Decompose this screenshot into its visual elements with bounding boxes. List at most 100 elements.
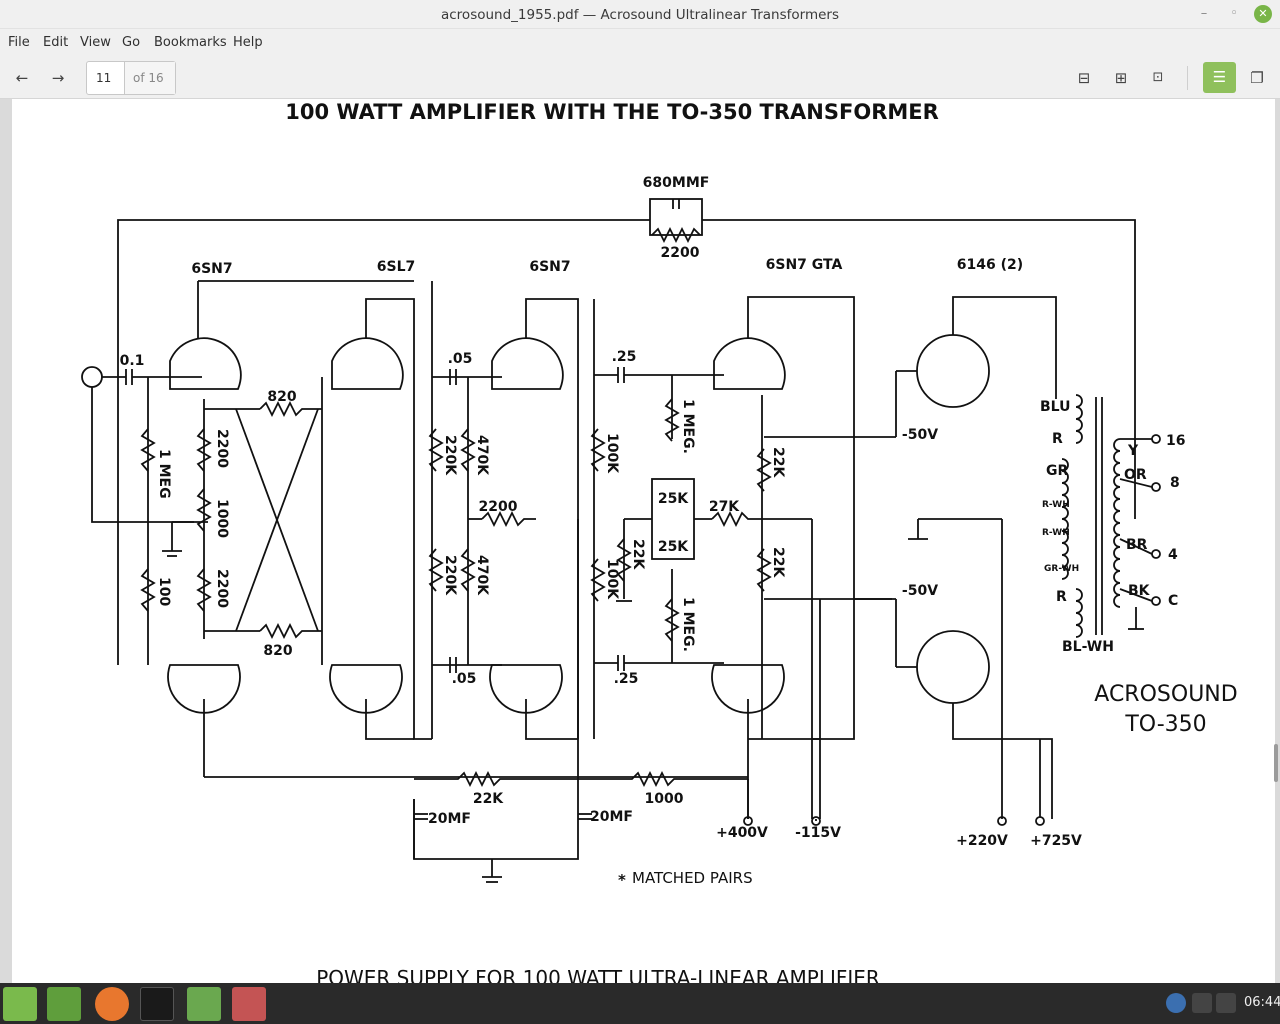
brand-line-2: TO-350 xyxy=(1124,712,1206,737)
label-blwh: BL-WH xyxy=(1062,639,1114,655)
page-count: of 16 xyxy=(125,62,175,94)
next-heading: POWER SUPPLY FOR 100 WATT ULTRA-LINEAR A… xyxy=(316,966,880,983)
label-400v: +400V xyxy=(716,825,768,841)
menu-help[interactable]: Help xyxy=(233,35,263,50)
tube-label-3: 6SN7 xyxy=(529,259,570,275)
label-220kb: 220K xyxy=(442,555,458,596)
label-rwh-a: R-WH xyxy=(1042,500,1070,510)
label-gr: GR xyxy=(1046,463,1068,479)
vertical-scrollbar[interactable] xyxy=(1274,744,1278,782)
menu-bar: File Edit View Go Bookmarks Help xyxy=(0,29,1280,57)
label-820b: 820 xyxy=(263,643,292,659)
label-r-a: R xyxy=(1052,431,1063,447)
window-title: acrosound_1955.pdf — Acrosound Ultraline… xyxy=(440,7,840,23)
shield-icon[interactable] xyxy=(1166,993,1186,1013)
tube-label-4: 6SN7 GTA xyxy=(766,257,843,273)
label-feedback-res: 2200 xyxy=(661,245,700,261)
maximize-button[interactable]: ◦ xyxy=(1230,6,1238,21)
clock: 06:44 xyxy=(1244,995,1280,1010)
zoom-in-icon[interactable]: ⊞ xyxy=(1114,69,1128,87)
brand-line-1: ACROSOUND xyxy=(1094,682,1237,707)
page-number-input[interactable]: 11 xyxy=(87,62,125,94)
label-115v: -115V xyxy=(795,825,841,841)
minimize-button[interactable]: – xyxy=(1200,6,1208,21)
label-br: BR xyxy=(1126,537,1148,553)
label-100ka: 100K xyxy=(604,433,620,474)
label-feedback-cap: 680MMF xyxy=(643,175,710,191)
label-27k: 27K xyxy=(709,499,740,515)
label-100kb: 100K xyxy=(604,559,620,600)
label-220ka: 220K xyxy=(442,435,458,476)
label-820a: 820 xyxy=(267,389,296,405)
schematic-heading: 100 WATT AMPLIFIER WITH THE TO-350 TRANS… xyxy=(285,100,939,124)
tube-label-5: 6146 (2) xyxy=(957,257,1023,273)
document-viewer-icon[interactable] xyxy=(232,987,266,1021)
label-1megb: 1 MEG. xyxy=(680,597,696,652)
mint-menu-icon[interactable] xyxy=(3,987,37,1021)
menu-view[interactable]: View xyxy=(80,35,111,50)
label-bk: BK xyxy=(1128,583,1151,599)
label-c01: 0.1 xyxy=(120,353,145,369)
label-25kb: 25K xyxy=(658,539,689,555)
zoom-out-icon[interactable]: ⊟ xyxy=(1077,69,1091,87)
files-icon[interactable] xyxy=(187,987,221,1021)
label-22kd: 22K xyxy=(770,447,786,478)
label-2200a: 2200 xyxy=(214,429,230,468)
label-2200c: 2200 xyxy=(479,499,518,515)
menu-edit[interactable]: Edit xyxy=(43,35,69,50)
close-button[interactable]: ✕ xyxy=(1254,5,1272,23)
tube-label-2: 6SL7 xyxy=(377,259,416,275)
sidebar-toggle-button[interactable]: ☰ xyxy=(1203,62,1236,93)
label-c25b: .25 xyxy=(614,671,639,687)
show-desktop-icon[interactable] xyxy=(47,987,81,1021)
zoom-original-icon[interactable]: ⊡ xyxy=(1152,70,1164,85)
label-20mf-b: 20MF xyxy=(590,809,633,825)
terminal-icon[interactable] xyxy=(140,987,174,1021)
label-2200b: 2200 xyxy=(214,569,230,608)
label-c25a: .25 xyxy=(612,349,637,365)
matched-pairs-note: MATCHED PAIRS xyxy=(632,869,753,887)
network-icon[interactable] xyxy=(1192,993,1212,1013)
tube-label-1: 6SN7 xyxy=(191,261,232,277)
label-or: OR xyxy=(1124,467,1147,483)
volume-icon[interactable] xyxy=(1216,993,1236,1013)
label-out-8: 8 xyxy=(1170,475,1180,491)
label-25ka: 25K xyxy=(658,491,689,507)
label-y: Y xyxy=(1127,443,1139,459)
menu-file[interactable]: File xyxy=(8,35,30,50)
pdf-page: 100 WATT AMPLIFIER WITH THE TO-350 TRANS… xyxy=(12,99,1275,983)
label-blu: BLU xyxy=(1040,399,1070,415)
menu-bookmarks[interactable]: Bookmarks xyxy=(154,35,227,50)
dual-page-icon[interactable]: ❐ xyxy=(1250,69,1264,87)
label-470ka: 470K xyxy=(474,435,490,476)
label-out-c: C xyxy=(1168,593,1178,609)
label-22ke: 22K xyxy=(770,547,786,578)
label-220v: +220V xyxy=(956,833,1008,849)
menu-go[interactable]: Go xyxy=(122,35,141,50)
taskbar: 06:44 xyxy=(0,983,1280,1024)
label-1000: 1000 xyxy=(214,499,230,538)
label-grwh: GR-WH xyxy=(1044,564,1079,574)
label-rwh-b: R-WH xyxy=(1042,528,1070,538)
label-out-16: 16 xyxy=(1166,433,1185,449)
label-22k: 22K xyxy=(473,791,504,807)
label-1000b: 1000 xyxy=(645,791,684,807)
back-icon[interactable]: ← xyxy=(15,69,29,87)
schematic-diagram: 100 WATT AMPLIFIER WITH THE TO-350 TRANS… xyxy=(81,100,1238,983)
label-c05a: .05 xyxy=(448,351,473,367)
label-c05b: .05 xyxy=(452,671,477,687)
forward-icon[interactable]: → xyxy=(51,69,65,87)
toolbar-separator xyxy=(1187,66,1188,90)
page-selector: 11 of 16 xyxy=(86,61,176,95)
label-20mf-a: 20MF xyxy=(428,811,471,827)
firefox-icon[interactable] xyxy=(95,987,129,1021)
label-1meg: 1 MEG xyxy=(156,449,172,499)
document-viewport[interactable]: 100 WATT AMPLIFIER WITH THE TO-350 TRANS… xyxy=(0,99,1280,983)
label-50v-b: -50V xyxy=(902,583,938,599)
label-out-4: 4 xyxy=(1168,547,1178,563)
label-r-b: R xyxy=(1056,589,1067,605)
label-100: 100 xyxy=(156,577,172,606)
label-22kc: 22K xyxy=(630,539,646,570)
label-470kb: 470K xyxy=(474,555,490,596)
label-1mega: 1 MEG. xyxy=(680,399,696,454)
